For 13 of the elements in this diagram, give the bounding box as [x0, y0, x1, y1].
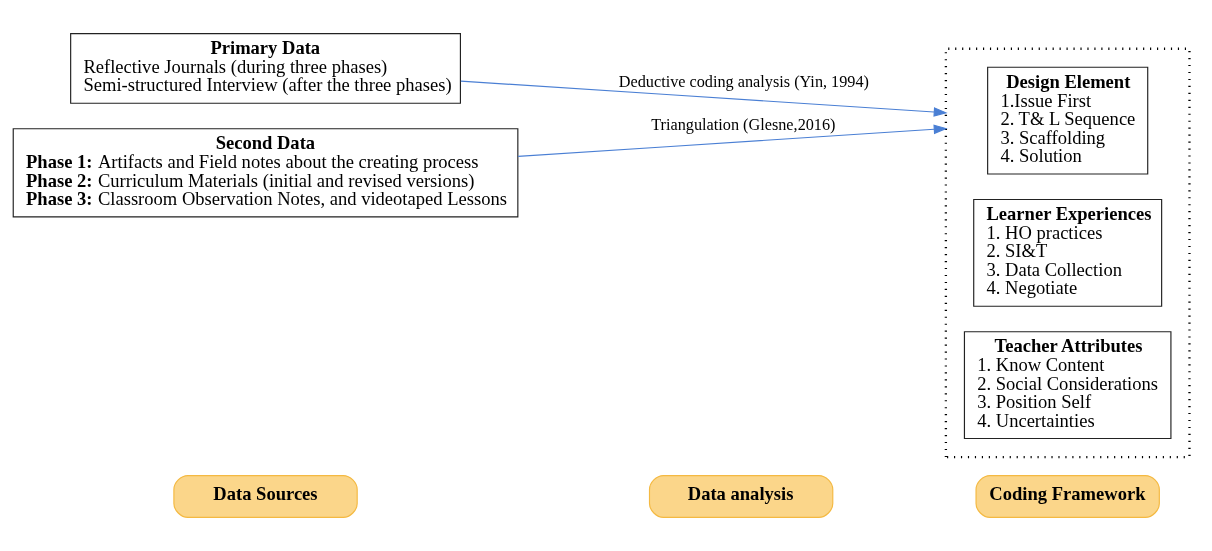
arrow	[517, 124, 948, 157]
node-box: Teacher Attributes 1. Know Content 2. Social Considerations 3. Position Self 4. Uncertainties	[963, 331, 1172, 440]
node-box: Second Data Phase 1: Artifacts and Field notes about the creating process Phase 2: Curriculum Materials (initial and revised versions) Phase 3: Classroom Observation Notes, and videotaped Lessons	[12, 128, 519, 218]
node-box: Primary Data Reflective Journals (during three phases) Semi-structured Interview (after the three phases)	[70, 33, 461, 104]
cluster	[944, 47, 1191, 459]
node-box: Coding Framework	[975, 475, 1160, 518]
node-box: Learner Experiences 1. HO practices 2. SI&T 3. Data Collection 4. Negotiate	[973, 198, 1163, 307]
edge-label: Deductive coding analysis (Yin, 1994)	[618, 73, 869, 92]
arrow	[460, 80, 948, 117]
node-box: Data Sources	[173, 475, 358, 518]
node-box: Design Element 1.Issue First 2. T& L Sequence 3. Scaffolding 4. Solution	[987, 66, 1149, 175]
edge-label: Triangulation (Glesne,2016)	[651, 116, 836, 135]
node-box: Data analysis	[648, 475, 834, 518]
